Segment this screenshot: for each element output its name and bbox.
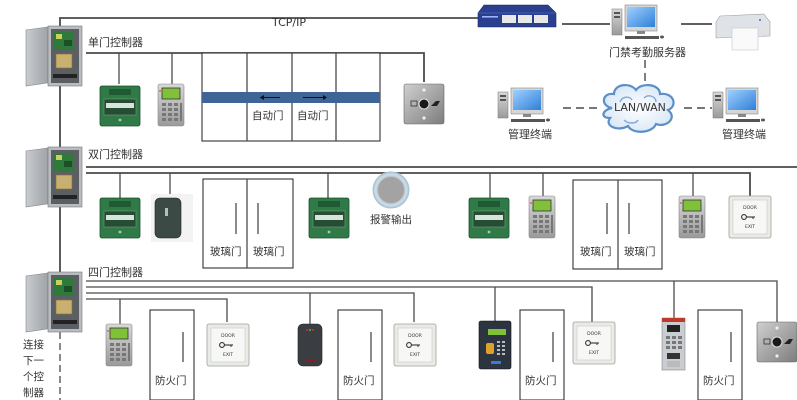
network-switch-icon: [477, 4, 557, 28]
exit-button-bottom-text: EXIT: [410, 352, 420, 358]
fire-door-4: [697, 309, 743, 400]
single-controller-label: 单门控制器: [88, 35, 143, 49]
emergency-break-glass-icon: [468, 197, 510, 239]
fire-door-label: 防火门: [525, 374, 557, 387]
next-controller-label-line: 制器: [23, 386, 44, 399]
glass-door-label: 玻璃门: [580, 245, 612, 258]
quad-door-controller-icon: [25, 271, 83, 333]
glass-door-pair-1: [202, 178, 294, 269]
lan-wan-cloud-icon: [602, 84, 675, 133]
fire-door-3: [519, 309, 565, 400]
proximity-card-reader-icon: [151, 194, 193, 242]
exit-button-icon: DOOR EXIT: [728, 195, 772, 239]
quad-bus-line-2: [86, 292, 415, 322]
exit-button-bottom-text: EXIT: [589, 350, 599, 356]
keypad-reader-icon: [105, 323, 133, 367]
emergency-break-glass-icon: [99, 197, 141, 239]
proximity-card-reader-icon: [297, 323, 323, 367]
single-controller-bus: [86, 52, 425, 82]
next-controller-label-line: 下一: [23, 355, 44, 367]
exit-button-top-text: DOOR: [221, 333, 235, 339]
fire-door-2: [337, 309, 383, 400]
glass-door-pair-2: [572, 179, 663, 270]
arrow-left-icon: [260, 95, 280, 100]
cloud-label: LAN/WAN: [614, 101, 666, 114]
terminal-right-label: 管理终端: [722, 127, 766, 141]
exit-button-top-text: DOOR: [743, 205, 757, 211]
auto-door-left-label: 自动门: [252, 109, 284, 122]
door-intercom-panel-icon: [661, 317, 686, 371]
tcpip-label: TCP/IP: [271, 16, 306, 29]
fire-door-1: [149, 309, 195, 400]
automatic-door-track: [202, 92, 380, 103]
quad-bus-line-4: [86, 280, 778, 322]
next-controller-label-line: 个控: [23, 370, 44, 383]
fire-door-label: 防火门: [155, 374, 187, 387]
stainless-exit-button-icon: [756, 321, 797, 363]
keypad-reader-icon: [678, 195, 706, 239]
quad-controller-label: 四门控制器: [88, 265, 143, 279]
double-door-controller-icon: [25, 146, 83, 208]
printer-icon: [715, 13, 771, 51]
alarm-output-label: 报警输出: [370, 213, 412, 226]
management-terminal-right-icon: [712, 87, 766, 123]
fire-door-label: 防火门: [343, 374, 375, 387]
double-controller-label: 双门控制器: [88, 147, 143, 161]
exit-button-icon: DOOR EXIT: [393, 323, 437, 367]
keypad-reader-icon: [157, 83, 185, 127]
exit-button-bottom-text: EXIT: [745, 224, 755, 230]
alarm-speaker-icon: [372, 171, 410, 209]
glass-door-label: 玻璃门: [210, 245, 242, 258]
exit-button-icon: DOOR EXIT: [206, 323, 250, 367]
emergency-break-glass-icon: [308, 197, 350, 239]
keypad-reader-icon: [528, 195, 556, 239]
arrow-right-icon: [303, 95, 327, 100]
attendance-server-computer-icon: [611, 4, 665, 40]
terminal-left-label: 管理终端: [508, 127, 552, 141]
fingerprint-reader-icon: [478, 320, 512, 370]
exit-button-bottom-text: EXIT: [223, 352, 233, 358]
single-door-controller-icon: [25, 25, 83, 87]
auto-door-right-label: 自动门: [297, 109, 329, 122]
emergency-break-glass-icon: [99, 85, 141, 127]
management-terminal-left-icon: [497, 87, 551, 123]
exit-button-icon: DOOR EXIT: [572, 321, 616, 365]
quad-bus-line-3: [86, 286, 593, 322]
fire-door-label: 防火门: [703, 374, 735, 387]
glass-door-label: 玻璃门: [624, 245, 656, 258]
exit-button-top-text: DOOR: [587, 331, 601, 337]
automatic-door-group: [201, 52, 381, 142]
double-controller-bus-lower: [86, 172, 751, 196]
exit-button-top-text: DOOR: [408, 333, 422, 339]
glass-door-label: 玻璃门: [253, 245, 285, 258]
quad-bus-line-1: [86, 298, 228, 322]
next-controller-label-line: 连接: [23, 338, 44, 351]
server-label: 门禁考勤服务器: [609, 45, 686, 59]
stainless-exit-button-icon: [403, 83, 445, 125]
